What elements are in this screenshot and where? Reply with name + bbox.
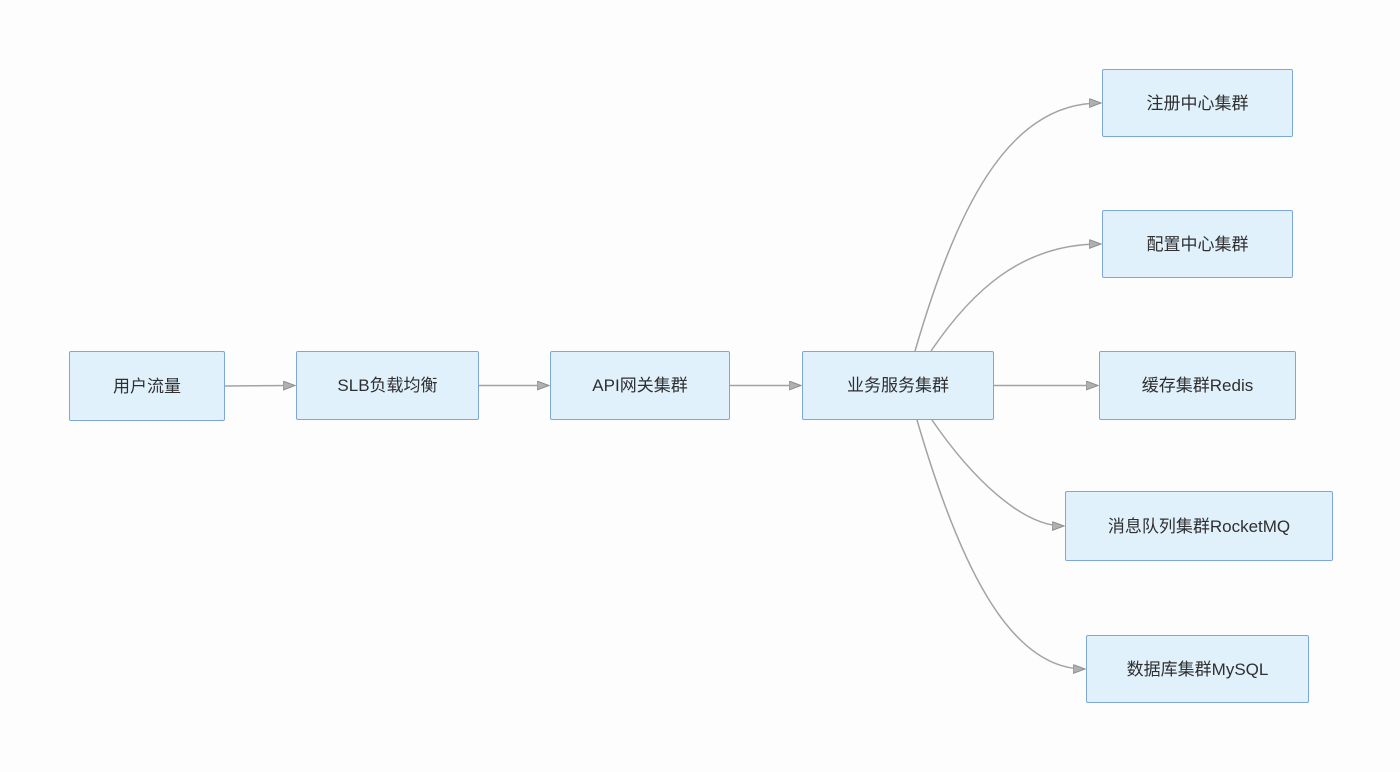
- node-label: 消息队列集群RocketMQ: [1107, 516, 1291, 536]
- edge-business-config: [930, 244, 1100, 352]
- node-mysql: 数据库集群MySQL: [1086, 635, 1309, 703]
- node-label: 用户流量: [113, 376, 181, 396]
- node-label: 数据库集群MySQL: [1126, 659, 1269, 679]
- node-redis: 缓存集群Redis: [1099, 351, 1296, 420]
- node-api-gateway: API网关集群: [550, 351, 730, 420]
- node-label: API网关集群: [592, 376, 688, 395]
- edge-user-traffic-slb: [224, 386, 294, 387]
- edge-business-mysql: [916, 419, 1084, 669]
- node-rocketmq: 消息队列集群RocketMQ: [1065, 491, 1333, 561]
- node-label: 配置中心集群: [1146, 234, 1249, 254]
- edge-business-registry: [914, 103, 1100, 352]
- node-config: 配置中心集群: [1102, 210, 1293, 278]
- node-label: 注册中心集群: [1146, 93, 1249, 113]
- node-slb: SLB负载均衡: [296, 351, 479, 420]
- node-label: 缓存集群Redis: [1141, 376, 1254, 395]
- node-user-traffic: 用户流量: [69, 351, 225, 421]
- node-label: 业务服务集群: [847, 376, 949, 395]
- node-registry: 注册中心集群: [1102, 69, 1293, 137]
- node-label: SLB负载均衡: [337, 376, 438, 395]
- edge-business-rocketmq: [931, 419, 1063, 526]
- node-business: 业务服务集群: [802, 351, 994, 420]
